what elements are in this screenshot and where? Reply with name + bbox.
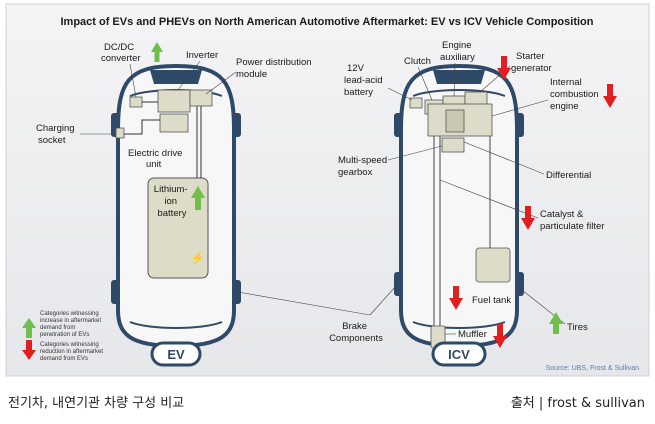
legend-decrease-text: Categories witnessing reduction in after… [40, 342, 105, 362]
ev-wheel-front-right [232, 113, 241, 137]
ev-label-inverter: Inverter [186, 50, 218, 61]
legend-decrease-arrow-icon [22, 340, 36, 360]
icv-label-engine-aux: Engine auxiliary [440, 40, 475, 63]
ev-badge-label: EV [167, 347, 185, 362]
icv-gearbox [441, 137, 465, 153]
icv-exhaust-pipe [433, 136, 441, 326]
legend-increase-text: Categories witnessing increase in afterm… [40, 311, 103, 338]
ev-label-edu: Electric drive unit [128, 148, 185, 170]
icv-wheel-front-right [515, 113, 524, 137]
icv-wheel-front-left [394, 113, 403, 137]
icv-leader-catalyst [439, 179, 539, 219]
icv-windshield [412, 89, 506, 97]
icv-leader-gearbox [387, 145, 443, 161]
icv-lead-acid-battery [409, 97, 423, 109]
icv-ice-decrease-arrow-icon [603, 84, 617, 108]
ev-label-dcdc: DC/DC converter [101, 42, 141, 64]
ev-rear-window [129, 321, 223, 329]
icv-label-tires: Tires [567, 322, 588, 333]
ev-front-bumper [150, 70, 202, 84]
ev-wheel-rear-left [111, 280, 120, 304]
icv-label-catalyst: Catalyst & particulate filter [540, 209, 604, 232]
icv-muffler-decrease-arrow-icon [493, 324, 507, 348]
ev-leader-dcdc [129, 63, 137, 98]
icv-starter-decrease-arrow-icon [497, 56, 511, 80]
vehicle-composition-diagram: Impact of EVs and PHEVs on North America… [5, 3, 650, 377]
ev-wheel-rear-right [232, 280, 241, 304]
icv-label-gearbox: Multi-speed gearbox [338, 155, 390, 178]
ev-power-distribution-module [189, 89, 213, 107]
icv-leader-brake-rear [369, 285, 397, 316]
icv-badge-label: ICV [448, 347, 470, 362]
ev-label-charging: Charging socket [36, 123, 77, 146]
icv-label-brake: Brake Components [329, 321, 383, 344]
caption-bar: 전기차, 내연기관 차량 구성 비교 출처 | frost & sullivan [0, 384, 655, 424]
ev-badge [150, 341, 202, 367]
icv-leader-brake-ev [237, 291, 371, 316]
ev-leader-inverter [177, 60, 201, 91]
icv-label-lead-acid: 12V lead-acid battery [344, 63, 385, 98]
icv-label-starter: Starter generator [511, 51, 552, 74]
icv-label-clutch: Clutch [404, 56, 431, 67]
icv-label-ice: Internal combustion engine [550, 77, 601, 112]
icv-front-bumper [433, 70, 485, 84]
icv-fuel-tank-decrease-arrow-icon [449, 286, 463, 310]
icv-label-muffler: Muffler [458, 329, 487, 340]
ev-label-battery: Lithium- ion battery [154, 184, 190, 219]
source-note: Source: UBS, Frost & Sullivan [546, 365, 639, 372]
icv-leader-lead-acid [387, 87, 413, 101]
icv-wheel-rear-right [515, 272, 524, 296]
icv-label-differential: Differential [546, 170, 591, 181]
diagram-background [5, 3, 650, 377]
icv-label-fuel-tank: Fuel tank [472, 295, 511, 306]
ev-battery-increase-arrow-icon [191, 186, 205, 210]
icv-badge [431, 341, 487, 367]
ev-inverter [157, 89, 191, 113]
ev-cable-battery [196, 106, 202, 178]
icv-wheel-rear-left [394, 272, 403, 296]
ev-cable-socket [124, 119, 160, 135]
icv-tires-increase-arrow-icon [549, 312, 563, 334]
ev-label-pdm: Power distribution module [236, 57, 314, 80]
diagram-title: Impact of EVs and PHEVs on North America… [60, 16, 593, 28]
ev-battery-pack [147, 177, 209, 279]
ev-car: ⚡ DC/DC converter Inverter Power distrib… [36, 42, 314, 367]
icv-fuel-tank [475, 247, 511, 283]
icv-catalyst-decrease-arrow-icon [521, 206, 535, 230]
diagram-frame: Impact of EVs and PHEVs on North America… [5, 3, 650, 377]
ev-leader-pdm [205, 71, 237, 95]
ev-dcdc-increase-arrow-icon [151, 42, 163, 62]
ev-dcdc-converter [129, 96, 143, 108]
icv-engine-block [445, 109, 465, 133]
caption-korean: 전기차, 내연기관 차량 구성 비교 [8, 396, 185, 411]
ev-charging-socket [115, 127, 125, 139]
icv-leader-differential [463, 141, 545, 175]
icv-leader-engine-aux [453, 62, 456, 97]
caption-credit: 출처 | frost & sullivan [510, 396, 645, 411]
legend-increase-arrow-icon [22, 318, 36, 338]
ev-electric-drive-unit [159, 113, 189, 133]
ev-battery-bolt-icon: ⚡ [190, 251, 205, 265]
legend: Categories witnessing increase in afterm… [22, 311, 105, 362]
icv-leader-clutch [417, 66, 433, 101]
icv-car: 12V lead-acid battery Clutch Engine auxi… [237, 40, 617, 367]
icv-leader-ice [491, 99, 549, 117]
